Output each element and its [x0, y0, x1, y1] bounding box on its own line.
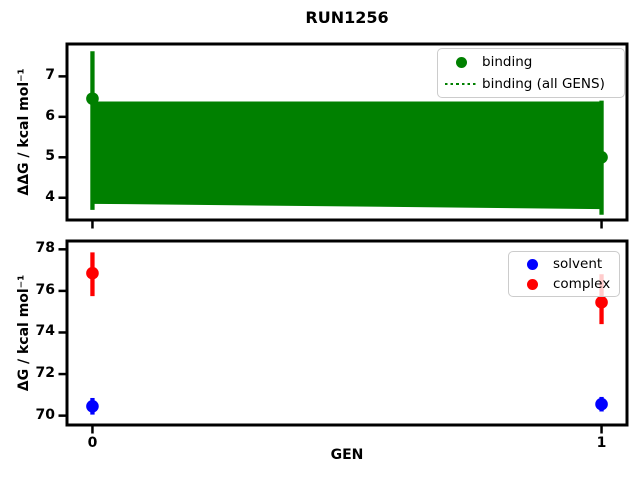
y-tick-label: 4 — [45, 188, 55, 205]
top-legend: binding binding (all GENS) — [437, 48, 625, 98]
marker-complex — [86, 266, 99, 280]
x-axis-label: GEN — [330, 447, 364, 463]
axes-border — [65, 42, 629, 222]
legend-label: solvent — [553, 256, 603, 272]
legend-item-solvent: solvent — [511, 254, 611, 274]
solvent-dot-icon — [511, 258, 553, 270]
legend-item-binding: binding — [440, 52, 616, 73]
marker-solvent — [86, 399, 99, 413]
axes-border — [65, 239, 629, 427]
legend-item-binding-all-gens: binding (all GENS) — [440, 73, 616, 94]
legend-label: binding — [482, 54, 533, 71]
band-binding-all-gens- — [92, 101, 602, 210]
y-tick-label: 6 — [45, 107, 55, 124]
y-tick-label: 5 — [45, 148, 55, 165]
y-tick-label: 76 — [35, 281, 55, 298]
top-y-axis-label: ΔΔG / kcal mol⁻¹ — [16, 68, 32, 196]
figure-title: RUN1256 — [305, 8, 389, 27]
legend-label: complex — [553, 276, 611, 292]
marker-binding — [595, 150, 608, 164]
y-tick-label: 70 — [35, 406, 55, 423]
y-tick-label: 7 — [45, 67, 55, 84]
marker-complex — [595, 296, 608, 309]
bottom-legend: solvent complex — [508, 251, 620, 297]
binding-dotted-line-icon — [440, 82, 482, 86]
y-tick-label: 72 — [35, 365, 55, 382]
y-tick-label: 78 — [35, 240, 55, 257]
legend-item-complex: complex — [511, 274, 611, 294]
y-tick-label: 74 — [35, 323, 55, 340]
marker-solvent — [595, 397, 608, 411]
marker-binding — [86, 92, 99, 105]
x-tick-label: 0 — [87, 435, 98, 451]
legend-label: binding (all GENS) — [482, 75, 605, 92]
complex-dot-icon — [511, 278, 553, 290]
x-tick-label: 1 — [596, 435, 607, 451]
binding-dot-icon — [440, 56, 482, 68]
